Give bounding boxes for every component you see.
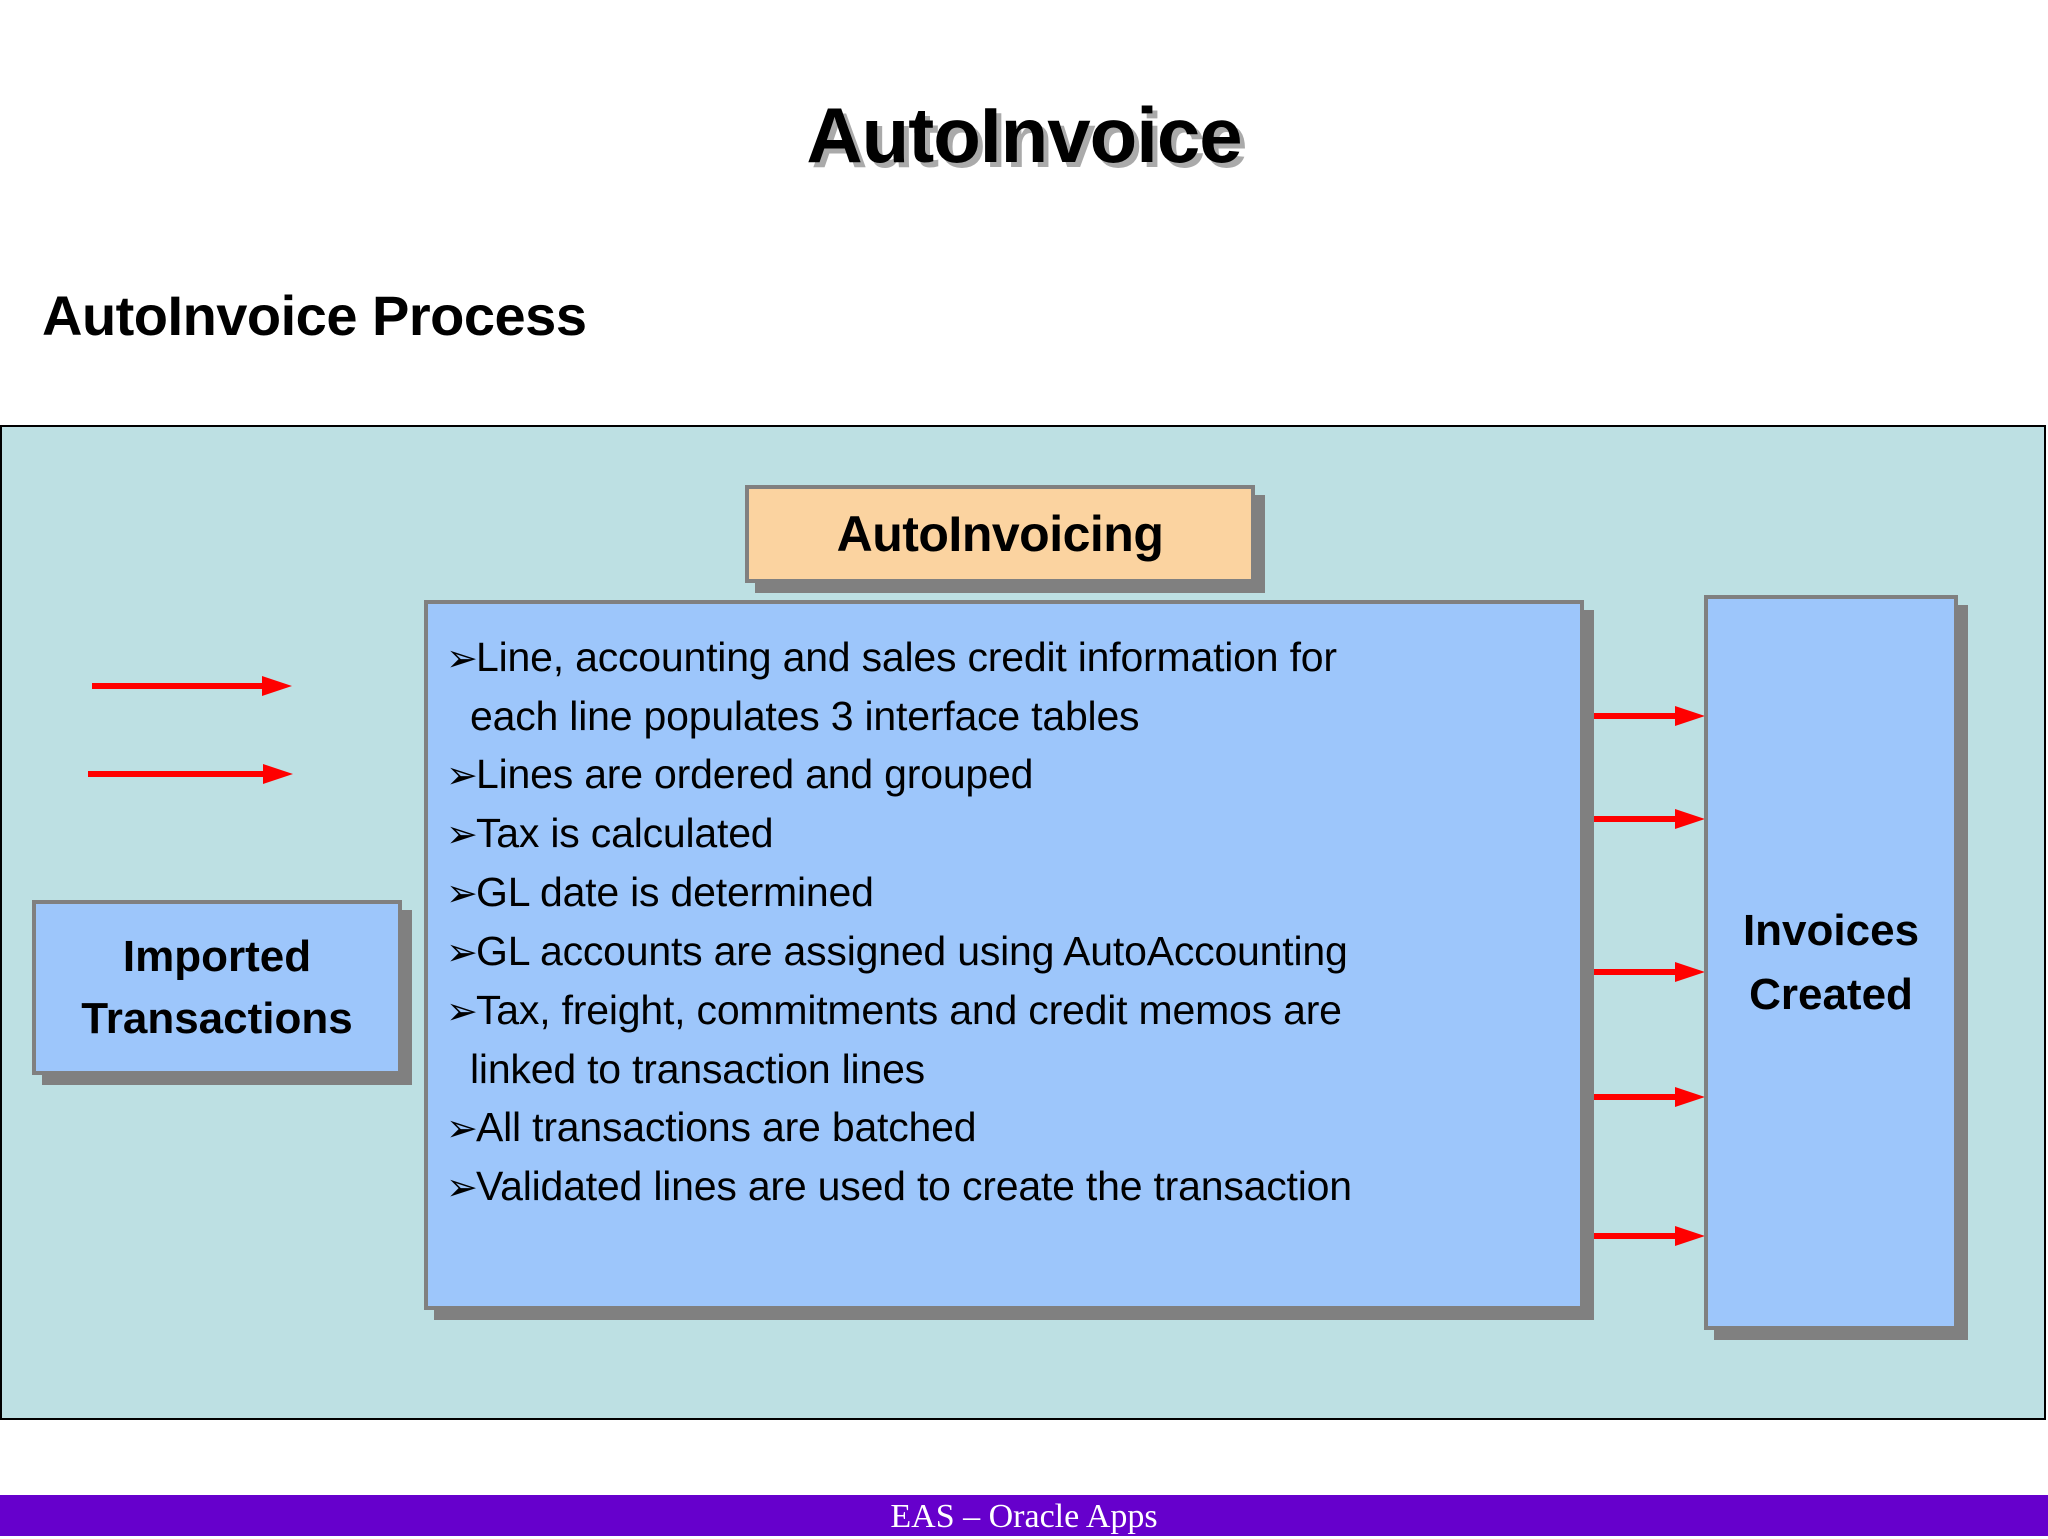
list-item: ➢GL accounts are assigned using AutoAcco…	[446, 922, 1560, 981]
list-item-text: Lines are ordered and grouped	[476, 751, 1034, 797]
list-item-text: GL accounts are assigned using AutoAccou…	[476, 928, 1348, 974]
list-item: ➢Tax, freight, commitments and credit me…	[446, 981, 1560, 1040]
bullet-arrow-icon: ➢	[446, 1106, 478, 1150]
arrow-input-2	[88, 760, 293, 786]
list-item: ➢All transactions are batched	[446, 1098, 1560, 1157]
list-item-text: Line, accounting and sales credit inform…	[476, 634, 1337, 680]
list-item: ➢Line, accounting and sales credit infor…	[446, 628, 1560, 687]
arrow-input-1	[92, 672, 292, 698]
list-item-continuation: each line populates 3 interface tables	[470, 693, 1140, 739]
arrow-output-2	[1565, 805, 1705, 831]
bullet-arrow-icon: ➢	[446, 989, 478, 1033]
arrow-output-1	[1565, 702, 1705, 728]
list-item-text: Tax is calculated	[476, 810, 774, 856]
list-item: ➢GL date is determined	[446, 863, 1560, 922]
process-bullet-list: ➢Line, accounting and sales credit infor…	[446, 628, 1560, 1216]
autoinvoicing-process-box: ➢Line, accounting and sales credit infor…	[424, 600, 1584, 1310]
page-title: AutoInvoice	[806, 91, 1242, 179]
imported-transactions-label-line1: Imported	[122, 931, 312, 981]
bullet-arrow-icon: ➢	[446, 1165, 478, 1209]
arrow-output-3	[1565, 958, 1705, 984]
bullet-arrow-icon: ➢	[446, 753, 478, 797]
invoices-created-box: Invoices Created	[1704, 595, 1958, 1330]
arrow-output-4	[1565, 1083, 1705, 1109]
list-item: ➢Lines are ordered and grouped	[446, 745, 1560, 804]
list-item: ➢Tax is calculated	[446, 804, 1560, 863]
bullet-arrow-icon: ➢	[446, 871, 478, 915]
footer-bar	[0, 1495, 2048, 1536]
section-heading: AutoInvoice Process	[42, 284, 587, 347]
bullet-arrow-icon: ➢	[446, 930, 478, 974]
invoices-created-label-line2: Created	[1749, 969, 1913, 1019]
autoinvoicing-label: AutoInvoicing	[836, 506, 1164, 562]
arrow-output-5	[1565, 1222, 1705, 1248]
list-item-text: All transactions are batched	[476, 1104, 977, 1150]
list-item-text: Validated lines are used to create the t…	[476, 1163, 1352, 1209]
list-item-continuation: linked to transaction lines	[470, 1046, 925, 1092]
bullet-arrow-icon: ➢	[446, 812, 478, 856]
imported-transactions-label-line2: Transactions	[81, 993, 353, 1043]
list-item-text: Tax, freight, commitments and credit mem…	[476, 987, 1342, 1033]
list-item-text: GL date is determined	[476, 869, 874, 915]
list-item: ➢Validated lines are used to create the …	[446, 1157, 1560, 1216]
footer-text: EAS – Oracle Apps	[890, 1498, 1158, 1535]
autoinvoicing-header-box: AutoInvoicing	[745, 485, 1255, 583]
imported-transactions-box: Imported Transactions	[32, 900, 402, 1075]
invoices-created-label-line1: Invoices	[1742, 905, 1920, 955]
bullet-arrow-icon: ➢	[446, 636, 478, 680]
